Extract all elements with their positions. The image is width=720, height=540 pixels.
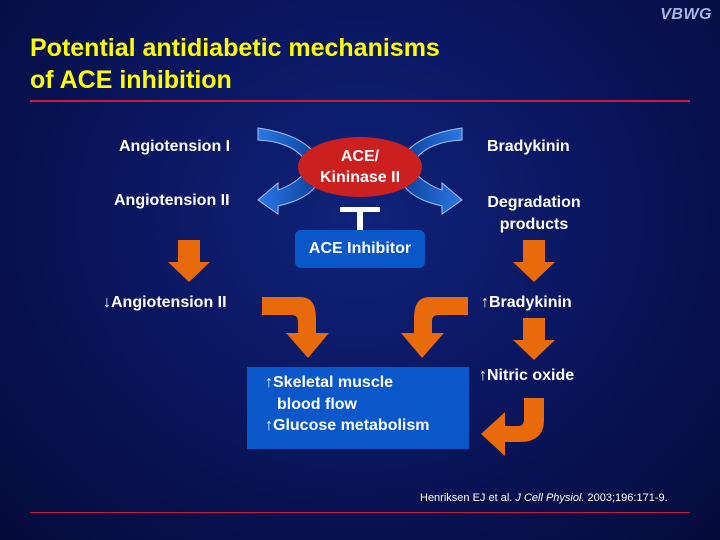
decreased-angiotensin-2: ↓Angiotension II — [103, 294, 227, 312]
up-arrow-icon: ↑ — [265, 417, 273, 434]
ace-inhibitor-box: ACE Inhibitor — [295, 230, 425, 268]
outcome-line-2: blood flow — [277, 395, 357, 413]
up-arrow-icon: ↑ — [481, 294, 489, 311]
degradation-products: Degradation products — [481, 192, 587, 236]
citation-ref: 2003;196:171-9. — [587, 492, 668, 504]
outcome-line-3: ↑Glucose metabolism — [265, 415, 469, 437]
citation-authors: Henriksen EJ et al. — [420, 492, 513, 504]
ace-label: ACE/ — [340, 148, 380, 165]
slide-title: Potential antidiabetic mechanisms of ACE… — [30, 32, 440, 96]
right-down-arrow-1 — [513, 240, 555, 282]
outcome-line-1: ↑Skeletal muscle — [265, 372, 469, 394]
vbwg-logo: VBWG — [660, 6, 712, 23]
decreased-angiotensin-2-label: Angiotension II — [111, 294, 227, 311]
up-arrow-icon: ↑ — [479, 367, 487, 384]
outcome-box: ↑Skeletal muscle blood flow ↑Glucose met… — [247, 367, 469, 449]
increased-nitric-oxide: ↑Nitric oxide — [479, 367, 574, 385]
down-arrow-icon: ↓ — [103, 294, 111, 311]
angiotensin-2-label: Angiotension II — [114, 192, 230, 209]
increased-bradykinin: ↑Bradykinin — [481, 294, 572, 312]
bradykinin-label: Bradykinin — [487, 138, 570, 155]
title-line-1: Potential antidiabetic mechanisms — [30, 34, 440, 62]
up-arrow-icon: ↑ — [265, 374, 273, 391]
degradation-label: Degradation — [487, 194, 581, 211]
products-label: products — [499, 216, 569, 233]
kininase-label: Kininase II — [319, 169, 401, 186]
citation-journal: J Cell Physiol. — [515, 492, 585, 504]
left-bent-arrow — [262, 297, 329, 358]
nitric-oxide-hook-arrow — [481, 398, 544, 456]
angiotensin-1-label: Angiotension I — [119, 138, 231, 155]
right-bent-arrow — [401, 297, 468, 358]
ace-inhibitor-label: ACE Inhibitor — [308, 240, 412, 257]
inhibition-bar — [340, 207, 380, 231]
ace-kininase-ellipse: ACE/ Kininase II — [298, 137, 422, 197]
top-divider — [30, 100, 690, 102]
skeletal-muscle-label: Skeletal muscle — [273, 374, 394, 391]
glucose-metabolism-label: Glucose metabolism — [273, 417, 430, 434]
left-down-arrow — [168, 240, 210, 282]
title-line-2: of ACE inhibition — [30, 66, 232, 94]
bottom-divider — [30, 512, 690, 513]
nitric-oxide-label: Nitric oxide — [487, 367, 575, 384]
citation: Henriksen EJ et al. J Cell Physiol. 2003… — [420, 492, 668, 504]
increased-bradykinin-label: Bradykinin — [489, 294, 572, 311]
right-down-arrow-2 — [513, 318, 555, 360]
